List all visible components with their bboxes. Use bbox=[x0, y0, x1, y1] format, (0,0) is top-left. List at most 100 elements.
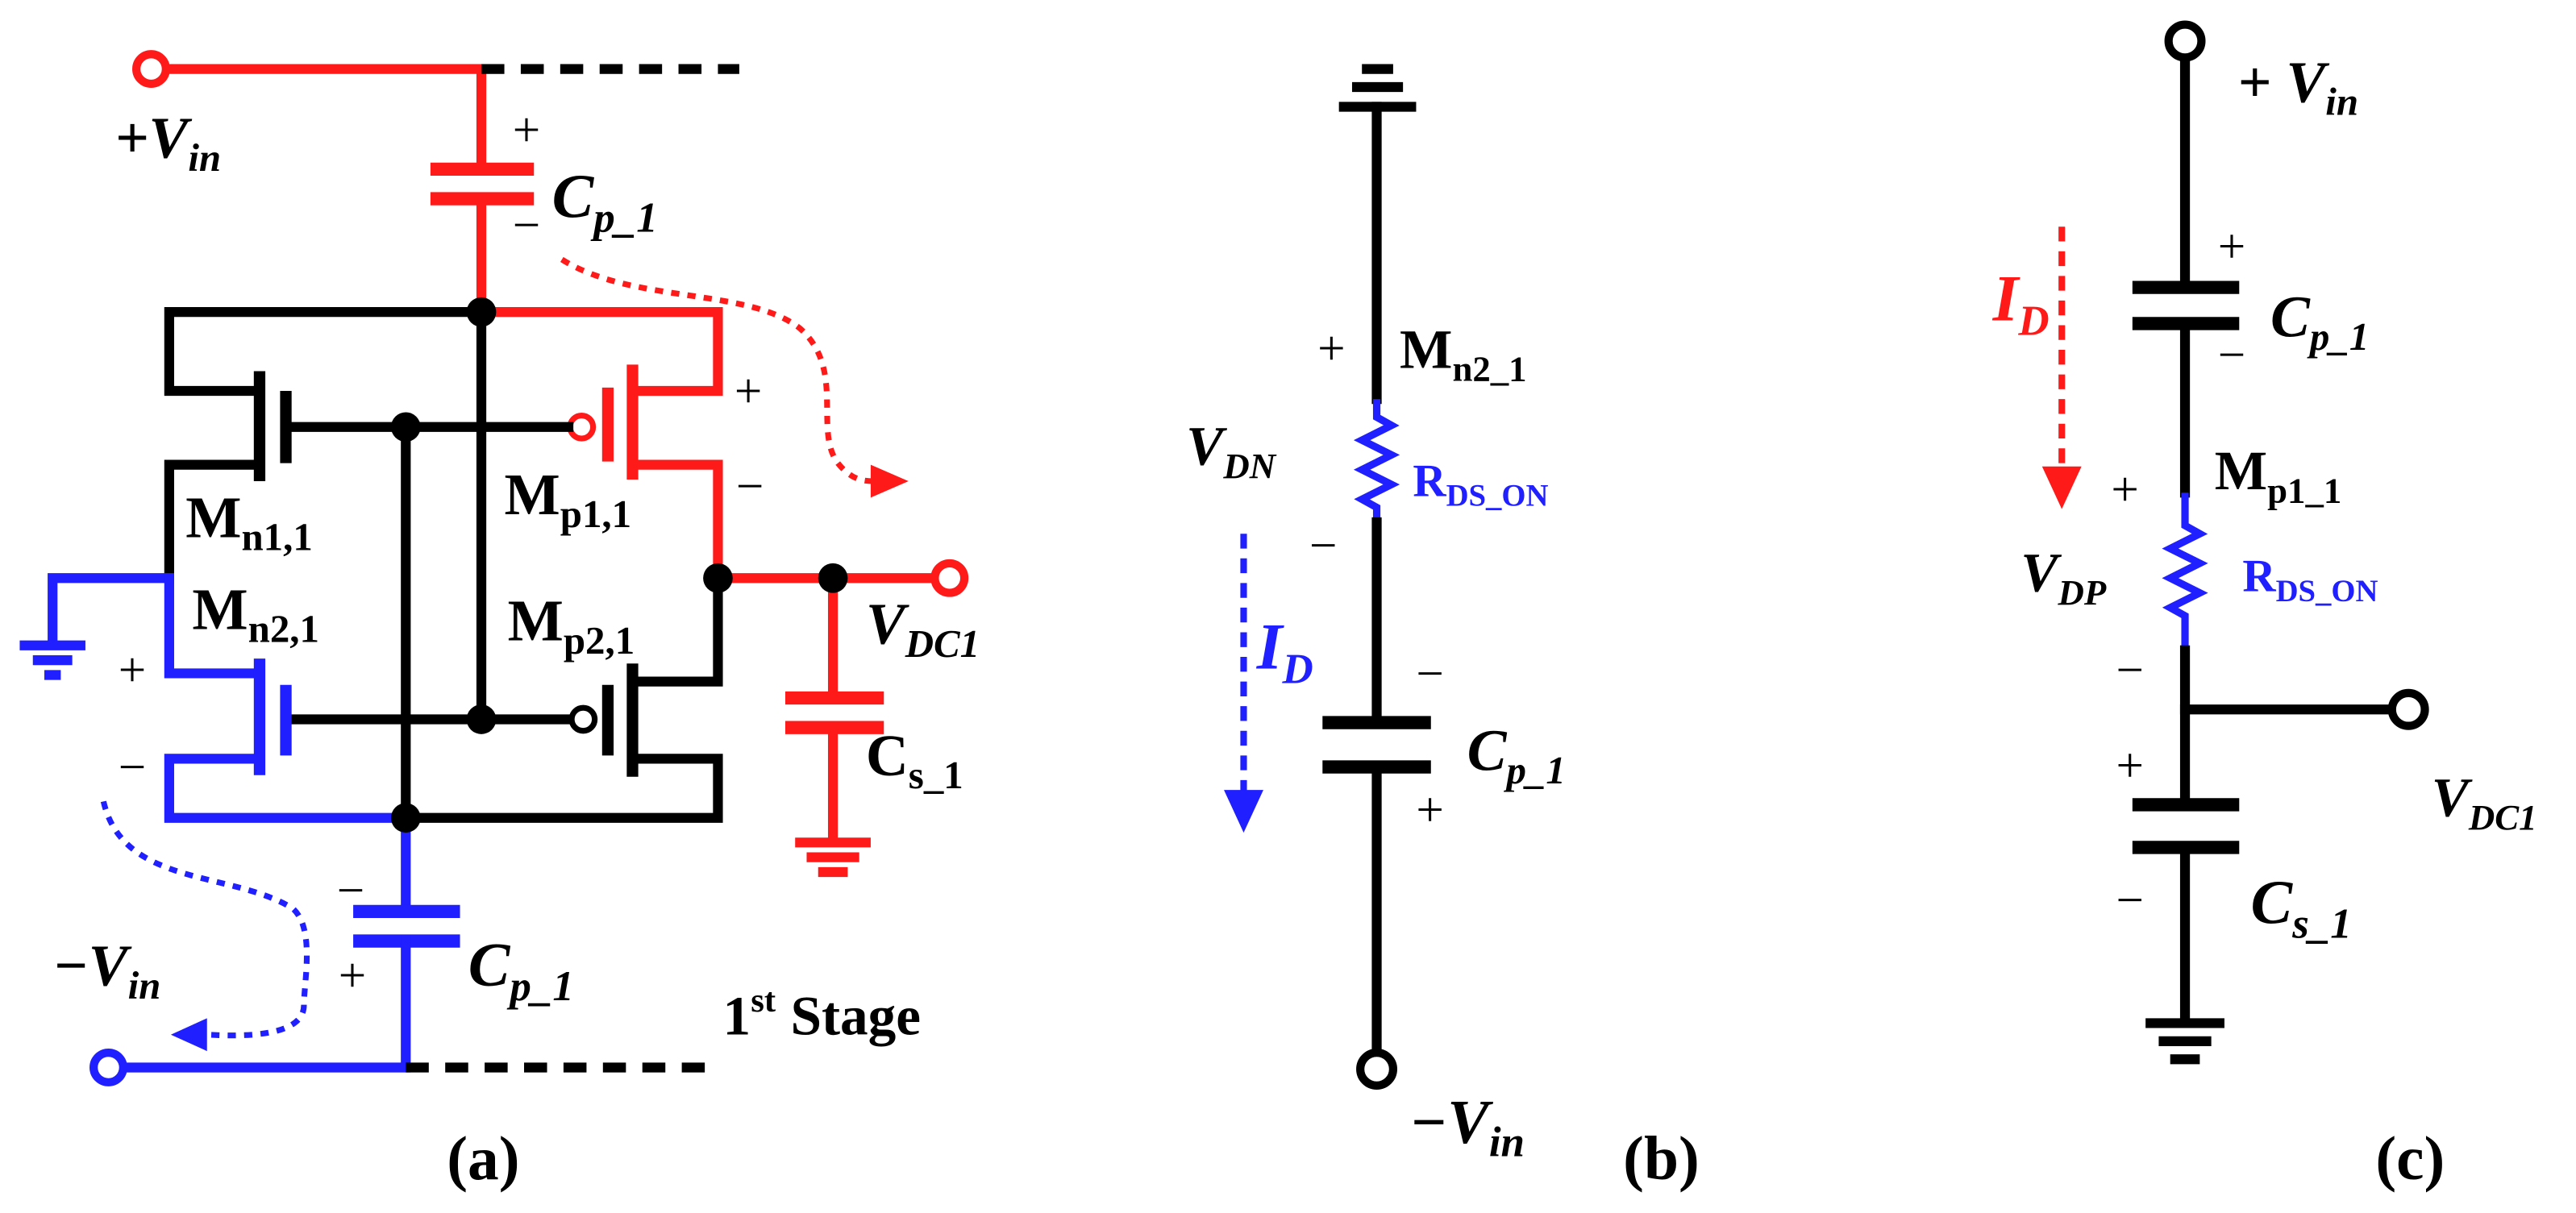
mn2-base: M bbox=[192, 576, 248, 642]
mp2-gate-bubble-icon bbox=[568, 704, 598, 734]
mp1-drain-wire bbox=[627, 459, 723, 584]
vdc-label: VDC1 bbox=[2432, 766, 2537, 837]
mp2-label: Mp2,1 bbox=[508, 588, 635, 663]
mn2-label: Mn2,1 bbox=[192, 576, 319, 650]
cp-top-base: C bbox=[552, 161, 595, 231]
vin-pos-label: +Vin bbox=[115, 106, 222, 180]
cs-label: Cs_1 bbox=[866, 723, 963, 797]
rds-on-sub: DS_ON bbox=[1446, 480, 1549, 513]
vdn-label: VDN bbox=[1186, 415, 1277, 486]
panel-a: +Vin + − Cp_1 Mn1,1 Mp1,1 + − Mn2,1 + − … bbox=[19, 50, 980, 1193]
on-resistance-resistor-icon bbox=[2162, 492, 2208, 650]
vin-pos-label: + Vin bbox=[2237, 49, 2358, 123]
switch-sub: p1_1 bbox=[2267, 471, 2341, 511]
cs-base: C bbox=[866, 723, 909, 788]
cp-bottom-label: Cp_1 bbox=[468, 930, 574, 1010]
cp-top-plus-sign: + bbox=[513, 103, 540, 157]
negative-current-flow-arrow bbox=[100, 800, 310, 1039]
positive-input-terminal-icon bbox=[2164, 20, 2206, 62]
mp1-gate-bubble-icon bbox=[567, 412, 597, 442]
cp-plus-sign: + bbox=[2218, 220, 2245, 274]
vdp-base: V bbox=[2020, 542, 2062, 604]
vdn-sub: DN bbox=[1222, 446, 1276, 486]
on-resistance-resistor-icon bbox=[1353, 399, 1400, 522]
mp1-sub: p1,1 bbox=[560, 492, 631, 536]
cp-bottom-sub: p_1 bbox=[506, 963, 573, 1010]
switch-label: Mn2_1 bbox=[1400, 318, 1527, 388]
cp-minus-sign: − bbox=[2218, 329, 2245, 383]
junction-dot bbox=[818, 563, 848, 593]
panel-c: + Vin ID + − Cp_1 + Mp1_1 − VDP RDS_ON V… bbox=[1992, 20, 2537, 1193]
ground-wire bbox=[48, 573, 174, 649]
mn2-drain-wire bbox=[164, 573, 265, 679]
output-terminal-icon bbox=[930, 559, 969, 597]
vdc-sub: DC1 bbox=[905, 621, 980, 666]
ground-icon bbox=[19, 640, 85, 680]
mn2-plus-sign: + bbox=[119, 644, 146, 698]
mp2-base: M bbox=[508, 588, 564, 654]
positive-input-terminal-icon bbox=[132, 50, 170, 89]
cp-top-sub: p_1 bbox=[590, 194, 657, 241]
vdc-base: V bbox=[866, 592, 909, 657]
vin-pos-sub: in bbox=[2325, 80, 2358, 124]
cp-base: C bbox=[1467, 718, 1508, 783]
cp-bottom-base: C bbox=[468, 930, 511, 999]
current-label: ID bbox=[1992, 261, 2050, 344]
vdp-label: VDP bbox=[2020, 542, 2107, 613]
vin-neg-sub: in bbox=[1489, 1119, 1525, 1165]
cp-top-label: Cp_1 bbox=[552, 161, 658, 241]
stage-ordinal: st bbox=[751, 982, 776, 1020]
positive-current-flow-arrow bbox=[560, 256, 875, 484]
cs-sub: s_1 bbox=[909, 753, 963, 797]
switch-label: Mp1_1 bbox=[2215, 439, 2342, 510]
switch-minus-sign: − bbox=[1309, 519, 1337, 573]
current-label: ID bbox=[1256, 609, 1313, 692]
cs-plus-sign: + bbox=[2116, 739, 2143, 793]
mp2-sub: p2,1 bbox=[564, 618, 635, 663]
mp1-source-wire bbox=[476, 193, 723, 397]
arrowhead-icon bbox=[2041, 466, 2082, 509]
mn2-sub: n2,1 bbox=[248, 607, 319, 651]
current-sub: D bbox=[2017, 298, 2049, 345]
mn2-source-wire bbox=[164, 754, 411, 917]
panel-b: + Mn2_1 − VDN RDS_ON ID − + Cp_1 −Vin (b… bbox=[1186, 64, 1700, 1193]
cs-label: Cs_1 bbox=[2251, 867, 2352, 947]
vin-neg-base: −V bbox=[52, 933, 131, 999]
cp-base: C bbox=[2270, 285, 2311, 350]
current-base: I bbox=[1256, 609, 1285, 683]
vdp-sub: DP bbox=[2057, 572, 2106, 613]
rds-on-label: RDS_ON bbox=[2242, 551, 2378, 609]
vin-neg-label: −Vin bbox=[1409, 1087, 1525, 1165]
vdn-base: V bbox=[1186, 415, 1227, 477]
negative-input-terminal-icon bbox=[89, 1049, 127, 1086]
mp2-source-wire bbox=[627, 573, 723, 687]
vdc-base: V bbox=[2432, 766, 2473, 829]
stage-number: 1 bbox=[723, 985, 751, 1047]
cp-bottom-plus-sign: + bbox=[339, 949, 366, 1003]
rds-on-label: RDS_ON bbox=[1413, 455, 1548, 513]
switch-sub: n2_1 bbox=[1452, 349, 1526, 389]
current-sub: D bbox=[1282, 646, 1313, 693]
junction-dot bbox=[703, 563, 733, 593]
arrowhead-icon bbox=[170, 1018, 207, 1052]
mp1-minus-sign: − bbox=[736, 460, 764, 514]
mn2-minus-sign: − bbox=[119, 741, 146, 795]
switch-plus-sign: + bbox=[2111, 463, 2138, 517]
ground-icon bbox=[2145, 1018, 2224, 1065]
mn1-source-wire bbox=[164, 459, 265, 584]
cp-label: Cp_1 bbox=[1467, 718, 1566, 792]
vdc-label: VDC1 bbox=[866, 592, 980, 666]
cp-top-minus-sign: − bbox=[513, 199, 540, 253]
cp-bottom-minus-sign: − bbox=[337, 864, 364, 918]
vin-neg-sub: in bbox=[128, 963, 161, 1007]
cp-minus-sign: − bbox=[1416, 647, 1443, 701]
cs-minus-sign: − bbox=[2116, 874, 2143, 928]
cp-label: Cp_1 bbox=[2270, 285, 2369, 359]
cp-sub: p_1 bbox=[1504, 748, 1566, 792]
ground-icon bbox=[795, 837, 871, 878]
cs-base: C bbox=[2251, 867, 2294, 937]
rds-on-sub: DS_ON bbox=[2276, 575, 2378, 609]
mp1-plus-sign: + bbox=[735, 364, 762, 418]
